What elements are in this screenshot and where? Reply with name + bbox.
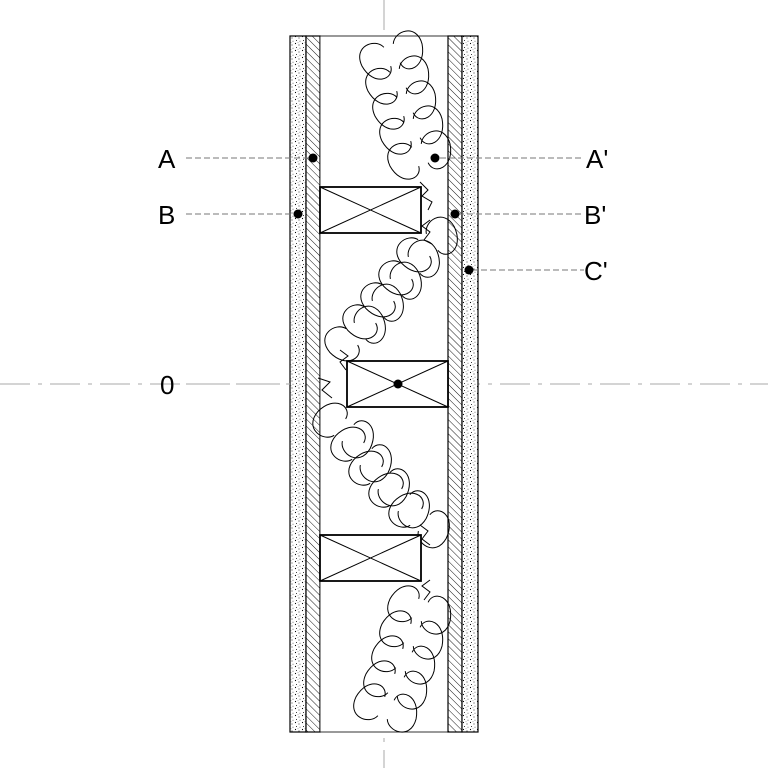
stud-block-lower (319, 534, 422, 582)
point-zero (393, 379, 403, 389)
label-c-prime: C' (584, 256, 608, 286)
right-gypsum-layer (461, 35, 479, 733)
left-gypsum-layer (289, 35, 307, 733)
point-a (308, 153, 318, 163)
point-b (293, 209, 303, 219)
left-sheathing-layer (305, 35, 321, 733)
measurement-points (293, 153, 474, 389)
leader-lines (186, 157, 584, 271)
label-b-prime: B' (584, 200, 606, 230)
right-sheathing-layer (447, 35, 463, 733)
label-a-prime: A' (586, 144, 608, 174)
point-b-prime (450, 209, 460, 219)
stud-block-upper (319, 186, 422, 234)
point-c-prime (464, 265, 474, 275)
label-zero: 0 (160, 370, 174, 400)
label-a: A (158, 144, 176, 174)
batt-insulation (306, 26, 466, 737)
label-b: B (158, 200, 175, 230)
point-a-prime (430, 153, 440, 163)
